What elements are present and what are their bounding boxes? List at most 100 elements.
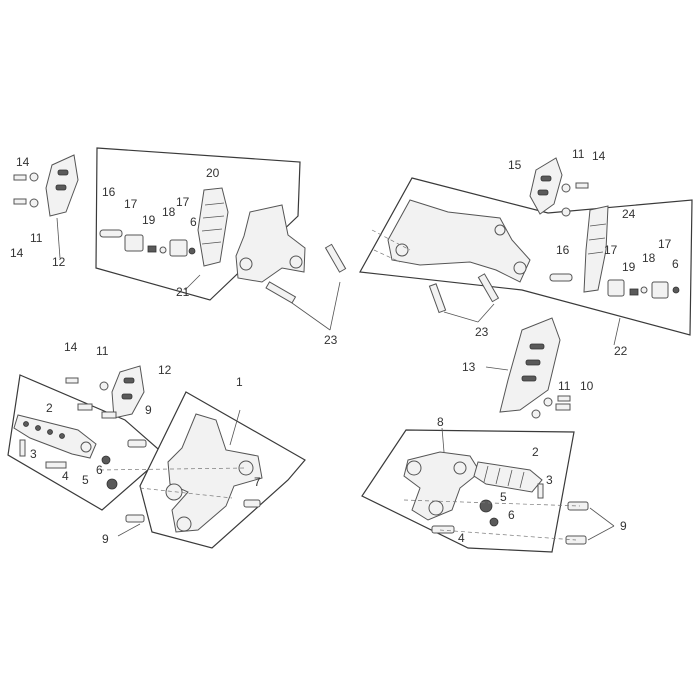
bolt-14-bottom bbox=[13, 198, 27, 205]
bolt-9-lower bbox=[125, 514, 145, 523]
footpeg-24 bbox=[583, 205, 609, 293]
nut-6-right bbox=[672, 286, 680, 294]
bolt-3-left bbox=[19, 439, 26, 457]
bolt-23-c bbox=[428, 283, 447, 314]
washer-right-low bbox=[561, 207, 571, 217]
washer-11-top bbox=[29, 172, 39, 182]
pad-17-left bbox=[124, 234, 144, 252]
bracket-right-hole-3 bbox=[494, 224, 506, 236]
plate-12-slot-1 bbox=[57, 169, 69, 176]
bolt-9-upper bbox=[127, 439, 147, 448]
label-21: 21 bbox=[176, 285, 190, 299]
label-3-right: 3 bbox=[546, 473, 553, 487]
footpeg-2-right bbox=[473, 461, 543, 493]
pin-16 bbox=[99, 229, 123, 238]
footrest-bracket-left bbox=[235, 204, 306, 283]
bolt-14-top bbox=[13, 174, 27, 181]
bolt-10-a bbox=[555, 403, 571, 411]
bolt-lower-a bbox=[77, 403, 93, 411]
washer-11-center-b bbox=[543, 397, 553, 407]
ball-18 bbox=[159, 246, 167, 254]
pad-17-right-a bbox=[607, 279, 625, 297]
plate-12-lower-slot-1 bbox=[123, 377, 135, 384]
spring-5-right bbox=[479, 499, 493, 513]
label-10: 10 bbox=[580, 379, 594, 393]
pin-4-left bbox=[45, 461, 67, 469]
bolt-10-b bbox=[557, 395, 571, 402]
label-17-b: 17 bbox=[176, 195, 190, 209]
bolt-23-a bbox=[324, 243, 347, 273]
label-4-left: 4 bbox=[62, 469, 69, 483]
label-5-right: 5 bbox=[500, 490, 507, 504]
clip-6-right bbox=[489, 517, 499, 527]
plate-15 bbox=[529, 157, 563, 215]
washer-11-lower bbox=[99, 381, 109, 391]
label-1: 1 bbox=[236, 375, 243, 389]
label-11-right: 11 bbox=[572, 147, 585, 161]
label-8: 8 bbox=[437, 415, 444, 429]
peg-grip-3 bbox=[47, 429, 53, 435]
washer-11-right bbox=[561, 183, 571, 193]
label-16-right: 16 bbox=[556, 243, 570, 257]
label-20: 20 bbox=[206, 166, 220, 180]
washer-11-center-a bbox=[531, 409, 541, 419]
label-14-right: 14 bbox=[592, 149, 606, 163]
label-18-right: 18 bbox=[642, 251, 656, 265]
group-13-heel-guard: 13 11 10 bbox=[462, 317, 594, 419]
ball-18-right bbox=[640, 286, 648, 294]
group-1-rider-footrest-left: 14 11 12 1 2 9 3 4 6 5 7 9 bbox=[7, 340, 306, 549]
label-14-top: 14 bbox=[16, 155, 30, 169]
label-9-lower: 9 bbox=[102, 532, 109, 546]
label-9-upper: 9 bbox=[145, 403, 152, 417]
label-23-right: 23 bbox=[475, 325, 489, 339]
spring-19-right bbox=[629, 288, 639, 296]
bracket-right-pivot-1 bbox=[406, 460, 422, 476]
heel-guard-slot-3 bbox=[521, 375, 537, 382]
peg-grip-2 bbox=[35, 425, 41, 431]
pad-17-right-b bbox=[651, 281, 669, 299]
label-17-right-a: 17 bbox=[604, 243, 618, 257]
label-18: 18 bbox=[162, 205, 176, 219]
label-6-right: 6 bbox=[672, 257, 679, 271]
label-2-left: 2 bbox=[46, 401, 53, 415]
label-7: 7 bbox=[254, 475, 261, 489]
group-22-rear-footrest-right: 15 11 14 24 16 17 19 18 17 6 22 23 bbox=[359, 147, 693, 358]
spring-19 bbox=[147, 245, 157, 253]
bracket-hole-2 bbox=[289, 255, 303, 269]
peg-pivot-left bbox=[80, 441, 92, 453]
label-5-left: 5 bbox=[82, 473, 89, 487]
main-bracket-hole-1 bbox=[165, 483, 183, 501]
label-19: 19 bbox=[142, 213, 156, 227]
bolt-9-right-a bbox=[567, 501, 589, 511]
main-bracket-left bbox=[167, 413, 263, 533]
bolt-14-lower bbox=[65, 377, 79, 384]
washer-11-bottom bbox=[29, 198, 39, 208]
bracket-right-hole-2 bbox=[513, 261, 527, 275]
plate-15-slot-1 bbox=[540, 175, 552, 182]
group-21-rear-footrest-left: 14 14 11 12 16 17 19 18 17 6 20 21 23 bbox=[10, 147, 347, 347]
label-6-right-lower: 6 bbox=[508, 508, 515, 522]
label-3-left: 3 bbox=[30, 447, 37, 461]
label-17-a: 17 bbox=[124, 197, 138, 211]
plate-15-slot-2 bbox=[537, 189, 549, 196]
label-24: 24 bbox=[622, 207, 636, 221]
plate-12-slot-2 bbox=[55, 184, 67, 191]
main-bracket-hole-3 bbox=[176, 516, 192, 532]
label-22: 22 bbox=[614, 344, 628, 358]
footrest-bracket-right bbox=[387, 199, 531, 283]
bracket-hole-1 bbox=[239, 257, 253, 271]
pad-17-right bbox=[169, 239, 188, 257]
label-16: 16 bbox=[102, 185, 116, 199]
plate-12-lower bbox=[111, 365, 145, 419]
spring-5-left bbox=[106, 478, 118, 490]
main-bracket-hole-2 bbox=[238, 460, 254, 476]
nut-6 bbox=[188, 247, 196, 255]
label-6-lower: 6 bbox=[96, 463, 103, 477]
bolt-14-right bbox=[575, 182, 589, 189]
label-11-center: 11 bbox=[558, 379, 571, 393]
plate-12-lower-slot-2 bbox=[121, 393, 133, 400]
pin-16-right bbox=[549, 273, 573, 282]
label-9-right: 9 bbox=[620, 519, 627, 533]
bolt-3-right bbox=[537, 483, 544, 499]
